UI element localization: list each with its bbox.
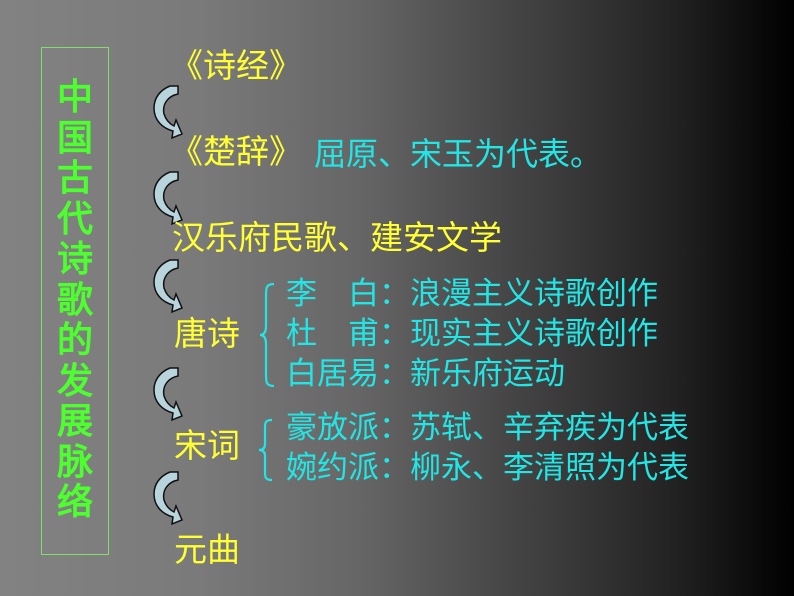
tangshi-details: 李 白：浪漫主义诗歌创作 杜 甫：现实主义诗歌创作 白居易：新乐府运动: [286, 274, 658, 394]
stage-chuci: 《楚辞》: [170, 132, 302, 171]
title-char: 中: [56, 77, 93, 119]
title-char: 古: [56, 158, 93, 200]
curved-down-arrow-icon: [153, 367, 183, 422]
curved-down-arrow-icon: [153, 259, 183, 314]
curved-down-arrow-icon: [153, 171, 183, 226]
songci-details: 豪放派：苏轼、辛弃疾为代表 婉约派：柳永、李清照为代表: [286, 408, 689, 488]
stage-shijing: 《诗经》: [170, 46, 302, 85]
curved-down-arrow-icon: [153, 471, 183, 526]
title-char: 发: [56, 360, 93, 402]
title-char: 代: [56, 198, 93, 240]
detail-baijuyi: 白居易：新乐府运动: [286, 356, 565, 392]
detail-dufu: 杜 甫：现实主义诗歌创作: [286, 316, 658, 352]
detail-wanyue: 婉约派：柳永、李清照为代表: [286, 450, 689, 486]
stage-songci: 宋词: [174, 426, 240, 465]
title-char: 国: [56, 117, 93, 159]
stage-yuanqu: 元曲: [174, 530, 240, 569]
brace-icon: [259, 282, 275, 388]
detail-haofang: 豪放派：苏轼、辛弃疾为代表: [286, 410, 689, 446]
brace-icon: [258, 418, 273, 482]
detail-libai: 李 白：浪漫主义诗歌创作: [286, 276, 658, 312]
chuci-note: 屈原、宋玉为代表。: [314, 135, 603, 173]
title-char: 歌: [56, 279, 93, 321]
stage-hanyuefu: 汉乐府民歌、建安文学: [172, 218, 502, 257]
stage-tangshi: 唐诗: [174, 314, 240, 353]
title-char: 展: [56, 401, 93, 443]
curved-down-arrow-icon: [153, 85, 183, 140]
title-box: 中 国 古 代 诗 歌 的 发 展 脉 络: [41, 47, 109, 555]
title-char: 络: [56, 482, 93, 524]
title-char: 诗: [56, 239, 93, 281]
title-char: 的: [56, 320, 93, 362]
title-char: 脉: [56, 441, 93, 483]
